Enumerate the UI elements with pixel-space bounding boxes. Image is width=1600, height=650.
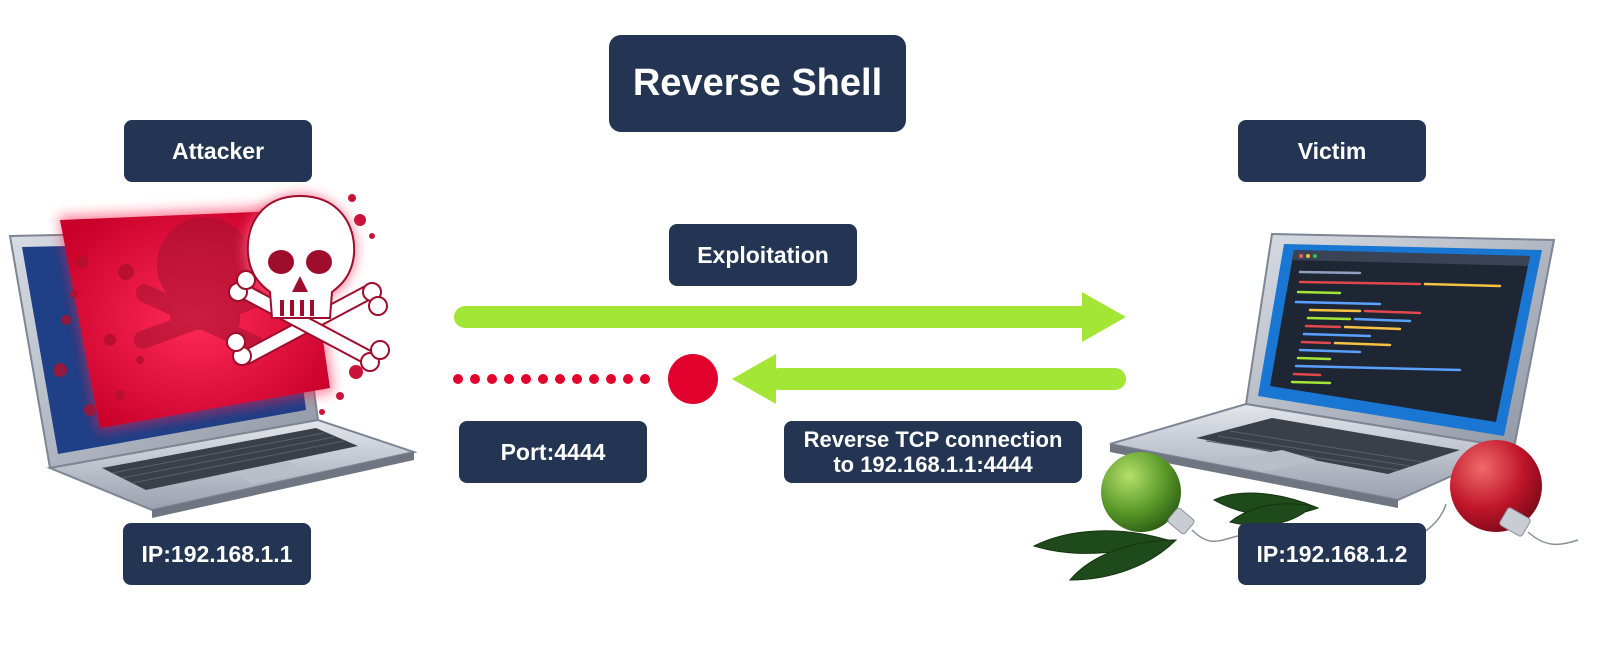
port-label-text: Port:4444 xyxy=(500,438,606,465)
victim-ip-text: IP:192.168.1.2 xyxy=(1256,540,1408,567)
reverse-connection-line1: Reverse TCP connection xyxy=(803,426,1063,452)
reverse-connection-arrow xyxy=(732,354,1126,404)
attacker-ip-label: IP:192.168.1.1 xyxy=(123,523,311,585)
christmas-ornament-icon xyxy=(1032,440,1579,581)
exploitation-label: Exploitation xyxy=(669,224,857,286)
listening-port-dot xyxy=(668,354,718,404)
victim-label: Victim xyxy=(1238,120,1426,182)
attacker-ip-text: IP:192.168.1.1 xyxy=(141,540,293,567)
exploitation-arrow xyxy=(454,292,1126,342)
attacker-label-text: Attacker xyxy=(171,137,265,164)
listener-dotted-line xyxy=(453,374,650,384)
victim-label-text: Victim xyxy=(1297,137,1367,164)
victim-laptop-icon xyxy=(1109,232,1556,508)
diagram-title-text: Reverse Shell xyxy=(632,62,883,104)
exploitation-label-text: Exploitation xyxy=(697,241,829,268)
port-label: Port:4444 xyxy=(459,421,647,483)
attacker-label: Attacker xyxy=(124,120,312,182)
diagram-title: Reverse Shell xyxy=(609,35,906,132)
victim-ip-label: IP:192.168.1.2 xyxy=(1238,523,1426,585)
reverse-connection-label: Reverse TCP connection to 192.168.1.1:44… xyxy=(784,421,1082,483)
reverse-connection-line2: to 192.168.1.1:4444 xyxy=(833,452,1033,477)
skull-crossbones-icon xyxy=(226,194,390,372)
